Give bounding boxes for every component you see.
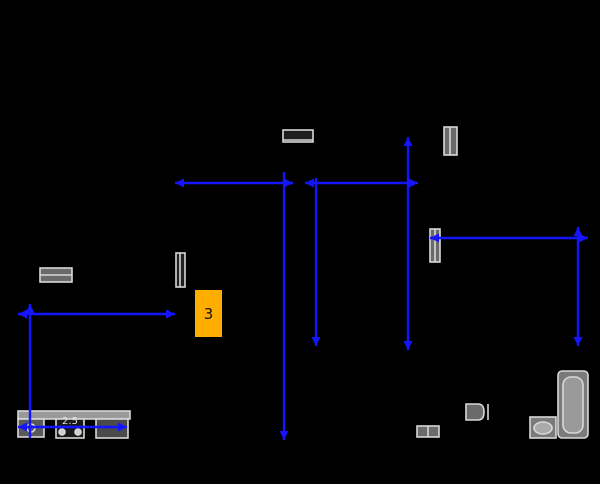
arrow-head [573, 337, 583, 346]
window-icon [429, 228, 441, 263]
toilet-icon [465, 403, 489, 421]
arrow-head [311, 337, 321, 346]
arrow-head [18, 422, 27, 432]
arrow-head [409, 178, 418, 188]
window-icon [443, 126, 458, 156]
window-icon [175, 252, 186, 288]
sink-icon [416, 425, 440, 438]
arrow-head [118, 422, 127, 432]
bathtub-icon [557, 370, 589, 439]
arrow-head [430, 233, 439, 243]
arrow-head [25, 304, 35, 313]
arrow-head [573, 227, 583, 236]
arrow-head [279, 431, 289, 440]
highlighted-cell-label: 3 [203, 304, 214, 323]
arrow-head [284, 178, 293, 188]
arrow-head [403, 137, 413, 146]
arrow-head [403, 341, 413, 350]
highlighted-cell: 3 [195, 290, 222, 337]
arrow-head [175, 178, 184, 188]
arrow-head [18, 309, 27, 319]
window-icon [39, 267, 73, 283]
arrow-head [305, 178, 314, 188]
window-icon [282, 129, 314, 143]
washbasin-icon [529, 416, 557, 439]
arrow-head [166, 309, 175, 319]
stove-label: 2.5 [62, 416, 78, 427]
